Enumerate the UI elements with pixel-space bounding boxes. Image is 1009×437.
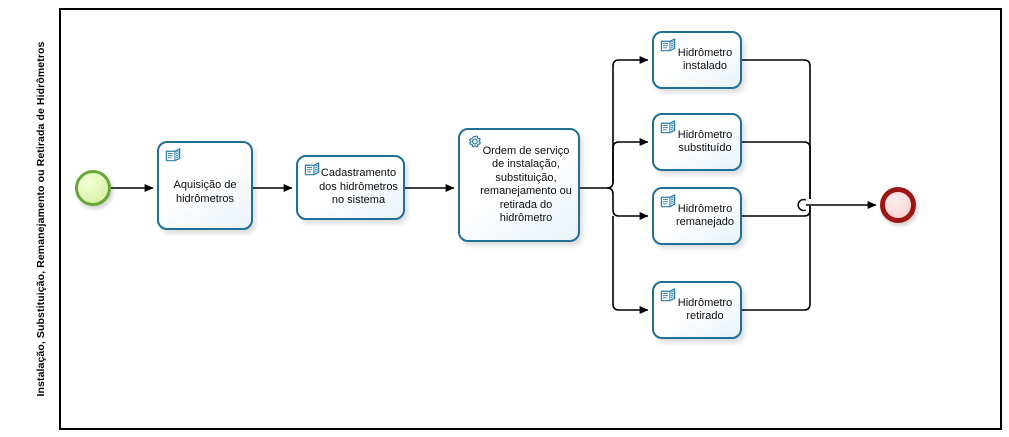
task-label: Hidrômetro remanejado [675,202,735,229]
task-label: Hidrômetro instalado [677,46,733,73]
task-label: Ordem de serviço de instalação, substitu… [480,144,572,225]
lane-title: Instalação, Substituição, Remanejamento … [34,41,47,397]
manual-task-icon [165,148,181,162]
task-hidrometro-instalado[interactable]: Hidrômetro instalado [652,31,742,89]
start-event[interactable] [75,170,111,206]
task-aquisicao-de-hidrometros[interactable]: Aquisição de hidrômetros [157,141,253,230]
task-ordem-de-servico[interactable]: Ordem de serviço de instalação, substitu… [458,128,580,242]
task-hidrometro-remanejado[interactable]: Hidrômetro remanejado [652,187,742,245]
end-event[interactable] [880,187,916,223]
task-label: Hidrômetro retirado [677,296,733,323]
task-label: Aquisição de hidrômetros [173,179,237,205]
lane-header [20,8,61,430]
task-hidrometro-retirado[interactable]: Hidrômetro retirado [652,281,742,339]
task-cadastramento-no-sistema[interactable]: Cadastramento dos hidrômetros no sistema [296,155,405,220]
task-hidrometro-substituido[interactable]: Hidrômetro substituído [652,113,742,171]
task-label: Hidrômetro substituído [677,128,733,155]
task-label: Cadastramento dos hidrômetros no sistema [319,167,398,207]
